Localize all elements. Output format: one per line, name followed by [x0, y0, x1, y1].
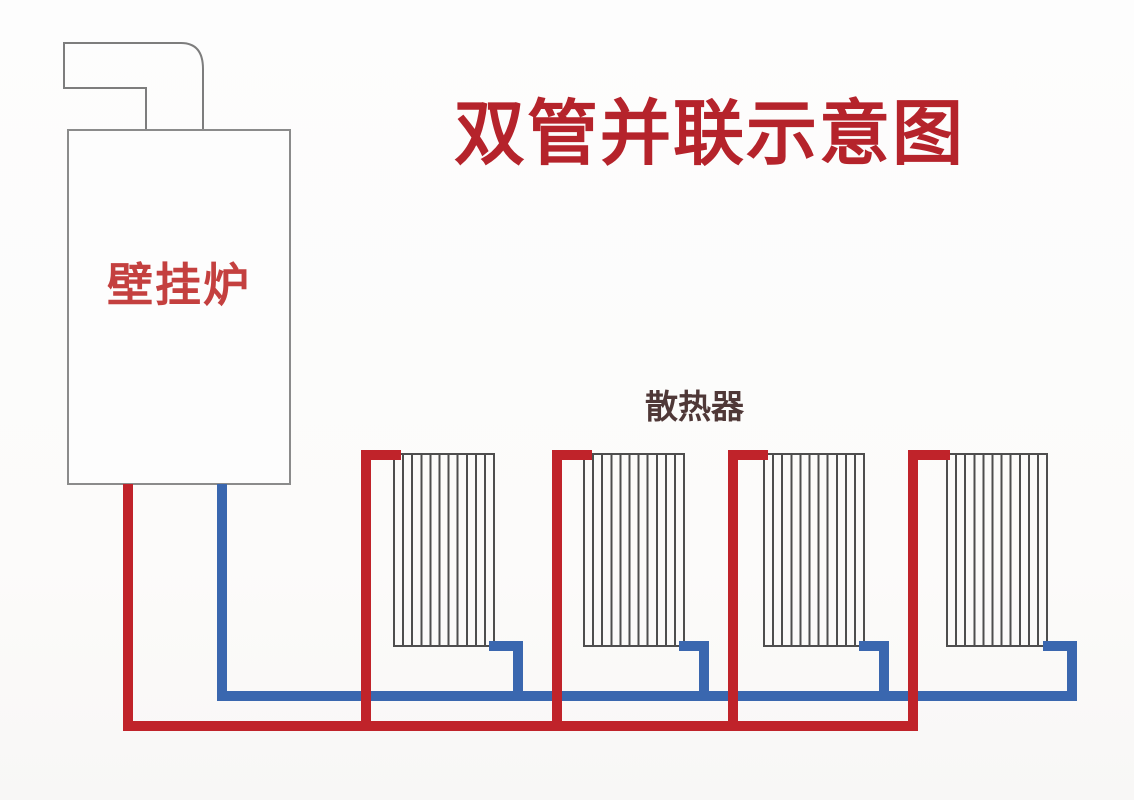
supply-branch-2-horizontal [552, 450, 592, 460]
return-branch-1-horizontal [489, 641, 523, 651]
radiator-3 [763, 453, 865, 647]
diagram-title: 双管并联示意图 [453, 96, 965, 174]
radiator-1 [393, 453, 495, 647]
return-branch-3-horizontal [859, 641, 889, 651]
supply-branch-1-vertical [361, 450, 371, 731]
return-pipe-boiler-drop [217, 484, 227, 701]
supply-branch-4-horizontal [908, 450, 950, 460]
radiator-4 [946, 453, 1048, 647]
supply-pipe-boiler-drop [123, 484, 133, 731]
supply-branch-4-vertical [908, 450, 918, 731]
return-branch-4-vertical [1067, 641, 1077, 701]
supply-branch-3-horizontal [728, 450, 768, 460]
return-branch-1-vertical [513, 641, 523, 701]
boiler-box: 壁挂炉 [67, 129, 291, 485]
return-branch-4-horizontal [1043, 641, 1077, 651]
supply-branch-3-vertical [728, 450, 738, 731]
return-branch-2-horizontal [679, 641, 709, 651]
boiler-label: 壁挂炉 [107, 260, 251, 311]
return-branch-3-vertical [879, 641, 889, 701]
radiator-2 [583, 453, 685, 647]
radiator-group-label: 散热器 [645, 390, 744, 426]
supply-branch-2-vertical [552, 450, 562, 731]
return-branch-2-vertical [699, 641, 709, 701]
supply-pipe-main [123, 721, 918, 731]
boiler-flue-pipe [63, 42, 204, 132]
return-pipe-main [217, 691, 1077, 701]
supply-branch-1-horizontal [361, 450, 401, 460]
